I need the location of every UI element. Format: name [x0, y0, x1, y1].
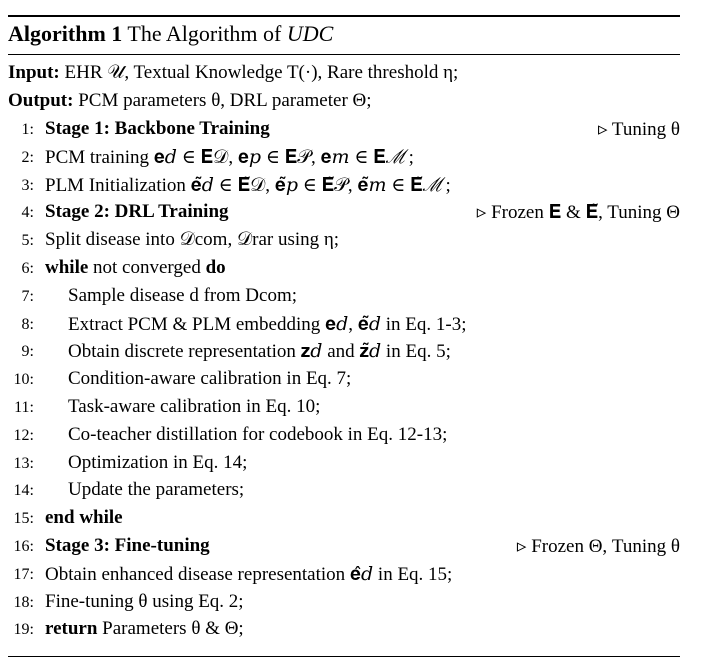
step-text: Split disease into 𝒟com, 𝒟rar using η; — [45, 229, 340, 251]
step-keyword: while — [45, 257, 89, 278]
step-text: Condition-aware calibration in Eq. 7; — [68, 368, 352, 390]
step-content: Condition-aware calibration in Eq. 7; — [68, 368, 351, 390]
step-content: Split disease into 𝒟com, 𝒟rar using η; — [45, 229, 339, 251]
step-content: Optimization in Eq. 14; — [68, 452, 247, 474]
step-keyword: return — [45, 618, 98, 640]
step-keyword-trailing: do — [205, 257, 226, 278]
step-text: Optimization in Eq. 14; — [68, 451, 248, 473]
step-text: Fine-tuning θ using Eq. 2; — [45, 590, 244, 612]
step-text: Extract PCM & PLM embedding 𝐞𝑑, 𝐞̃𝑑 in E… — [68, 313, 467, 335]
step-text: Obtain enhanced disease representation 𝐞… — [45, 563, 453, 585]
top-rule — [8, 15, 680, 17]
step-content: end while — [45, 507, 123, 529]
algorithm-step: 18: Fine-tuning θ using Eq. 2; — [0, 591, 702, 619]
algorithm-step: 17: Obtain enhanced disease representatio… — [0, 563, 702, 591]
step-number: 13: — [13, 454, 34, 472]
output-text: PCM parameters θ, DRL parameter Θ; — [78, 90, 372, 111]
step-content: Task-aware calibration in Eq. 10; — [68, 396, 320, 418]
step-number: 10: — [13, 371, 34, 389]
algorithm-name: UDC — [286, 21, 334, 46]
step-number: 3: — [21, 176, 34, 194]
algorithm-step: 6: while not converged do — [0, 257, 702, 285]
algorithm-step: 14: Update the parameters; — [0, 479, 702, 507]
input-label: Input: — [8, 62, 60, 83]
algorithm-step: 5: Split disease into 𝒟com, 𝒟rar using η; — [0, 229, 702, 257]
step-number: 17: — [13, 565, 34, 583]
step-content: while not converged do — [45, 257, 226, 279]
step-text: Co-teacher distillation for codebook in … — [68, 423, 448, 445]
algorithm-step: 1: Stage 1: Backbone Training ▹ Tuning θ — [0, 118, 702, 146]
algorithm-step: 19: return Parameters θ & Θ; — [0, 618, 702, 646]
algorithm-step: 9: Obtain discrete representation 𝐳𝑑 and … — [0, 340, 702, 368]
algorithm-step: 11: Task-aware calibration in Eq. 10; — [0, 396, 702, 424]
step-number: 16: — [13, 538, 34, 555]
step-number: 9: — [21, 343, 34, 361]
step-number: 7: — [21, 287, 34, 305]
step-keyword: Stage 2: DRL Training — [45, 201, 229, 223]
step-comment: ▹ Frozen Θ, Tuning θ — [516, 536, 680, 557]
algorithm-step: 3: PLM Initialization 𝐞̃𝑑 ∈ 𝐄̃𝒟, 𝐞̃𝑝 ∈ 𝐄̃… — [0, 174, 702, 202]
step-number: 6: — [21, 260, 34, 277]
step-content: PLM Initialization 𝐞̃𝑑 ∈ 𝐄̃𝒟, 𝐞̃𝑝 ∈ 𝐄̃𝒫,… — [45, 174, 451, 197]
step-content: Stage 3: Fine-tuning — [45, 535, 210, 557]
title-rule — [8, 54, 680, 55]
step-number: 19: — [13, 621, 34, 639]
step-number: 11: — [14, 399, 34, 416]
step-content: Update the parameters; — [68, 479, 244, 501]
algorithm-title: Algorithm 1 The Algorithm of UDC — [8, 21, 333, 47]
input-line: Input: EHR 𝒰, Textual Knowledge T(·), Ra… — [0, 62, 702, 90]
algorithm-title-prefix: The Algorithm of — [127, 21, 287, 46]
step-number: 12: — [13, 426, 34, 444]
step-content: Stage 1: Backbone Training — [45, 118, 270, 140]
step-content: Obtain discrete representation 𝐳𝑑 and 𝐳̃… — [68, 340, 451, 363]
step-content: Sample disease d from Dcom; — [68, 285, 297, 307]
algorithm-step: 10: Condition-aware calibration in Eq. 7; — [0, 368, 702, 396]
step-text: Task-aware calibration in Eq. 10; — [68, 396, 321, 417]
step-content: Fine-tuning θ using Eq. 2; — [45, 591, 244, 613]
step-text: PLM Initialization 𝐞̃𝑑 ∈ 𝐄̃𝒟, 𝐞̃𝑝 ∈ 𝐄̃𝒫,… — [45, 174, 451, 196]
algorithm-step: 13: Optimization in Eq. 14; — [0, 452, 702, 480]
step-content: Stage 2: DRL Training — [45, 201, 229, 223]
step-keyword: Stage 1: Backbone Training — [45, 118, 270, 139]
step-number: 5: — [21, 232, 34, 250]
step-number: 2: — [21, 148, 34, 166]
step-content: Co-teacher distillation for codebook in … — [68, 424, 447, 446]
output-label: Output: — [8, 90, 74, 111]
algorithm-step: 7: Sample disease d from Dcom; — [0, 285, 702, 313]
step-number: 8: — [21, 315, 34, 333]
output-line: Output: PCM parameters θ, DRL parameter … — [0, 90, 702, 118]
step-text: Sample disease d from Dcom; — [68, 284, 298, 306]
algorithm-step: 2: PCM training 𝐞𝑑 ∈ 𝐄𝒟, 𝐞𝑝 ∈ 𝐄𝒫, 𝐞𝑚 ∈ 𝐄ℳ… — [0, 146, 702, 174]
step-comment: ▹ Frozen 𝐄 & 𝐄̃, Tuning Θ — [476, 202, 680, 224]
step-text: Parameters θ & Θ; — [97, 618, 244, 640]
algorithm-step: 4: Stage 2: DRL Training ▹ Frozen 𝐄 & 𝐄̃, … — [0, 201, 702, 229]
step-number: 18: — [13, 593, 34, 611]
step-text: Update the parameters; — [68, 479, 245, 501]
input-text: EHR 𝒰, Textual Knowledge T(·), Rare thre… — [64, 62, 459, 83]
step-content: Obtain enhanced disease representation 𝐞… — [45, 563, 452, 586]
step-number: 4: — [21, 204, 34, 222]
algorithm-step: 16: Stage 3: Fine-tuning ▹ Frozen Θ, Tunin… — [0, 535, 702, 563]
step-content: return Parameters θ & Θ; — [45, 618, 244, 640]
step-content: Extract PCM & PLM embedding 𝐞𝑑, 𝐞̃𝑑 in E… — [68, 313, 466, 336]
step-number: 14: — [13, 482, 34, 500]
algorithm-label: Algorithm 1 — [8, 21, 123, 46]
step-keyword: end while — [45, 507, 123, 529]
step-text: not converged — [88, 257, 206, 278]
step-text: Obtain discrete representation 𝐳𝑑 and 𝐳̃… — [68, 341, 451, 363]
algorithm-step: 8: Extract PCM & PLM embedding 𝐞𝑑, 𝐞̃𝑑 in… — [0, 313, 702, 341]
bottom-rule — [8, 656, 680, 657]
step-text: PCM training 𝐞𝑑 ∈ 𝐄𝒟, 𝐞𝑝 ∈ 𝐄𝒫, 𝐞𝑚 ∈ 𝐄ℳ; — [45, 146, 414, 168]
algorithm-step: 12: Co-teacher distillation for codebook … — [0, 424, 702, 452]
step-content: PCM training 𝐞𝑑 ∈ 𝐄𝒟, 𝐞𝑝 ∈ 𝐄𝒫, 𝐞𝑚 ∈ 𝐄ℳ; — [45, 146, 414, 169]
step-number: 1: — [21, 121, 34, 138]
step-keyword: Stage 3: Fine-tuning — [45, 535, 210, 556]
step-comment: ▹ Tuning θ — [597, 119, 680, 140]
algorithm-step: 15: end while — [0, 507, 702, 535]
step-number: 15: — [13, 510, 34, 528]
